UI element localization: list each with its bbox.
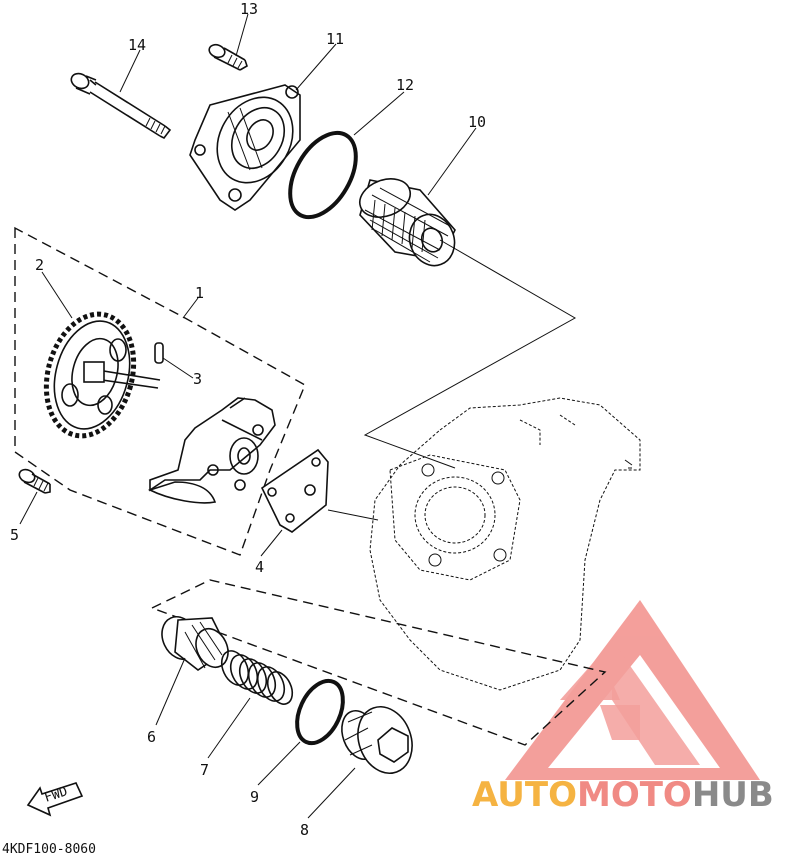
part-label-12: 12: [396, 76, 414, 94]
part-label-4: 4: [255, 558, 264, 576]
part-label-7: 7: [200, 761, 209, 779]
part-5-screw: [18, 468, 51, 494]
part-2-drive-gear: [43, 311, 161, 439]
oil-pump-assembly-boundary: [14, 226, 306, 556]
part-11-filter-cover: [189, 84, 301, 211]
part-label-5: 5: [10, 526, 19, 544]
crankcase-outline: [369, 397, 641, 691]
part-7-spring: [220, 650, 294, 705]
part-label-9: 9: [250, 788, 259, 806]
watermark-text: AUTOMOTOHUB: [472, 775, 774, 815]
part-label-13: 13: [240, 0, 258, 18]
forward-direction-arrow: FWD: [26, 782, 84, 817]
part-6-strainer: [161, 616, 230, 671]
diagram-code: 4KDF100-8060: [2, 842, 96, 857]
watermark-auto: AUTO: [472, 775, 577, 815]
part-label-1: 1: [195, 284, 204, 302]
svg-text:AUTOMOTOHUB: AUTOMOTOHUB: [472, 775, 774, 815]
part-12-o-ring: [288, 130, 358, 220]
part-label-2: 2: [35, 256, 44, 274]
part-number-labels: 1 2 3 4 5 6 7 8 9 10 11 12 13 14: [10, 0, 486, 839]
part-10-oil-filter: [359, 178, 456, 267]
part-9-o-ring: [295, 678, 345, 746]
part-label-14: 14: [128, 36, 146, 54]
part-8-drain-plug: [341, 706, 413, 774]
part-13-short-bolt: [208, 43, 248, 71]
watermark-hub: HUB: [692, 775, 774, 815]
oil-pump-body: [147, 397, 276, 504]
part-label-3: 3: [193, 370, 202, 388]
part-4-gasket: [260, 448, 329, 533]
part-14-long-bolt: [70, 72, 172, 140]
part-label-6: 6: [147, 728, 156, 746]
strainer-group-boundary: [150, 579, 607, 746]
leader-lines: [19, 13, 577, 819]
watermark-logo: [505, 600, 760, 780]
fwd-label: FWD: [43, 784, 70, 806]
part-label-11: 11: [326, 30, 344, 48]
part-3-pin: [154, 342, 164, 364]
part-label-10: 10: [468, 113, 486, 131]
part-label-8: 8: [300, 821, 309, 839]
watermark-moto: MOTO: [577, 775, 692, 815]
